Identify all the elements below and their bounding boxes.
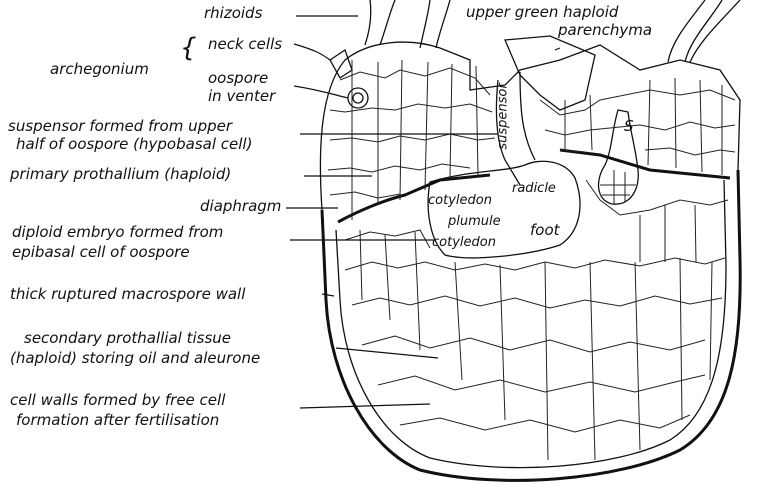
label-plumule: plumule [448, 213, 501, 230]
macrospore-wall [322, 170, 740, 480]
label-suspensor-1: suspensor formed from upper [8, 118, 232, 135]
label-s-mark: S [624, 118, 634, 135]
label-cell-walls-2: formation after fertilisation [16, 412, 219, 429]
label-oospore: oospore [208, 70, 268, 87]
label-upper-green-2: parenchyma [558, 22, 652, 39]
rhizoid-5 [668, 0, 705, 62]
rhizoid-3 [420, 0, 430, 48]
rhizoid-2 [380, 0, 395, 45]
label-secondary-1: secondary prothallial tissue [24, 330, 231, 347]
leader-lines [286, 16, 560, 408]
rhizoid-4 [436, 0, 450, 48]
label-diploid-embryo-2: epibasal cell of oospore [12, 244, 190, 261]
label-suspensor-vertical: suspensor [495, 83, 512, 149]
label-in-venter: in venter [208, 88, 275, 105]
label-upper-green-1: upper green haploid [466, 4, 618, 21]
upper-parenchyma-wedge [505, 36, 595, 110]
label-cotyledon-lower: cotyledon [432, 234, 496, 251]
label-cotyledon-upper: cotyledon [428, 192, 492, 209]
oospore-outer [348, 88, 368, 108]
label-rhizoids: rhizoids [204, 5, 262, 22]
label-archegonium: archegonium [50, 61, 149, 78]
label-suspensor-2: half of oospore (hypobasal cell) [16, 136, 252, 153]
rhizoid-6 [685, 0, 722, 62]
label-diploid-embryo-1: diploid embryo formed from [12, 224, 223, 241]
neck-cells [330, 50, 352, 78]
rhizoid-1 [365, 0, 371, 45]
label-secondary-2: (haploid) storing oil and aleurone [10, 350, 260, 367]
oospore-inner [353, 93, 363, 103]
cell-network [328, 60, 735, 460]
label-neck-cells: neck cells [208, 36, 282, 53]
archegonium-brace: { [180, 34, 197, 62]
label-radicle: radicle [512, 180, 556, 197]
label-cell-walls-1: cell walls formed by free cell [10, 392, 225, 409]
label-diaphragm: diaphragm [200, 198, 281, 215]
label-primary-prothallium: primary prothallium (haploid) [10, 166, 231, 183]
label-macrospore-wall: thick ruptured macrospore wall [10, 286, 245, 303]
label-foot: foot [530, 222, 560, 239]
